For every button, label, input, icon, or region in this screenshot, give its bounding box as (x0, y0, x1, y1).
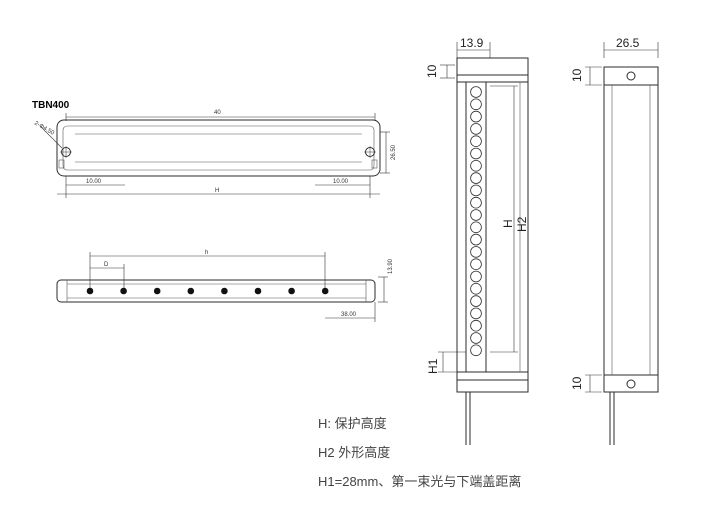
legend-line-1: H: 保护高度 (318, 416, 387, 431)
dim-d-label: D (104, 262, 109, 268)
front-H1-label: H1 (426, 358, 440, 374)
front-emitter-circle (470, 123, 482, 135)
side-top-label: 10 (570, 68, 584, 82)
front-emitter-circle (470, 110, 482, 123)
front-emitter-circle (470, 319, 482, 332)
front-emitter-circle (470, 86, 482, 98)
front-H-label: H (501, 219, 515, 228)
dim-40-label: 40 (214, 110, 221, 116)
front-emitter-circle (470, 160, 482, 172)
emitter-dot (120, 287, 127, 295)
emitter-dot (321, 287, 329, 295)
emitter-dot (254, 287, 262, 295)
dim-38-label: 38.00 (341, 312, 357, 318)
front-emitter-circle (470, 233, 482, 246)
front-emitter-circle (470, 135, 482, 148)
front-emitter-circle (470, 196, 482, 209)
front-emitter-circle (470, 209, 482, 221)
front-emitter-circle (470, 332, 482, 344)
front-emitter-circle (470, 184, 482, 197)
dim-10-right-label: 10.00 (333, 179, 349, 185)
emitter-dot (221, 287, 228, 295)
dim-10-left-label: 10.00 (86, 179, 102, 185)
front-emitter-circles (470, 86, 482, 357)
front-emitter-circle (470, 98, 482, 111)
front-emitter-circle (470, 246, 482, 258)
emitter-dots (86, 287, 329, 295)
drawing-title: TBN400 (32, 100, 70, 111)
dim-26-5-label: 26.50 (391, 144, 397, 160)
front-emitter-circle (470, 221, 482, 234)
front-emitter-circle (470, 282, 482, 295)
emitter-dot (288, 287, 295, 295)
front-emitter-circle (470, 270, 482, 283)
front-emitter-circle (470, 258, 482, 271)
front-H2-label: H2 (515, 216, 529, 232)
dim-H-label: H (215, 188, 219, 194)
front-emitter-circle (470, 295, 482, 307)
side-view: 26.5 10 10 (570, 36, 659, 445)
front-view: 13.9 10 H H2 H1 (425, 36, 529, 445)
side-bottom-hole (626, 379, 636, 389)
dim-h-label: h (205, 250, 208, 256)
side-emitter-view: h D 13.90 38.00 (56, 250, 394, 322)
front-emitter-circle (470, 307, 482, 320)
front-top-label: 10 (425, 64, 439, 78)
legend-line-2: H2 外形高度 (318, 445, 390, 460)
front-emitter-circle (470, 172, 482, 184)
dim-hole-label: 2-Φ4.50 (33, 121, 55, 137)
front-emitter-circle (470, 344, 482, 357)
front-emitter-circle (470, 147, 482, 160)
top-view: 40 2-Φ4.50 26.50 10.00 10.00 H (33, 110, 397, 198)
side-top-hole (626, 71, 636, 81)
side-width-label: 26.5 (616, 36, 640, 50)
emitter-dot (153, 287, 161, 295)
side-bottom-label: 10 (570, 376, 584, 390)
front-width-label: 13.9 (460, 36, 484, 50)
legend-line-3: H1=28mm、第一束光与下端盖距离 (318, 474, 521, 489)
dim-13-9-label: 13.90 (388, 258, 394, 274)
emitter-dot (187, 287, 195, 295)
emitter-dot (86, 287, 94, 295)
